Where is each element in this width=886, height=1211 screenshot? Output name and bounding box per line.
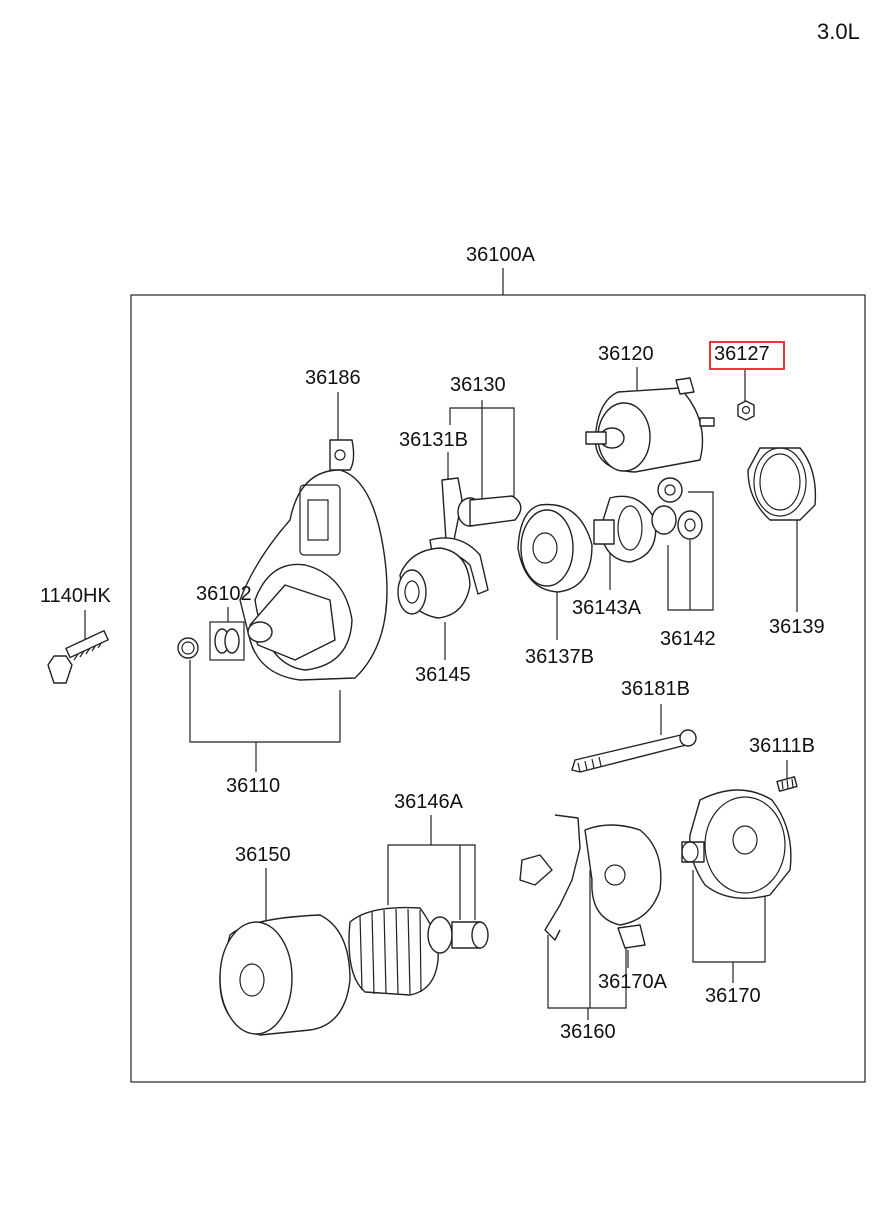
rear-cover-36170-drawing: [681, 789, 792, 900]
gear-housing-36137b-drawing: [517, 503, 593, 593]
shaft-36143a-drawing: [593, 495, 657, 563]
bolt-1140hk-drawing: [47, 630, 109, 684]
solenoid-36120-drawing: [585, 377, 715, 473]
highlight-box: [709, 341, 785, 370]
part-label-36142[interactable]: 36142: [660, 628, 716, 650]
brush-holder-36160-drawing: [519, 814, 662, 949]
ring-36139-drawing: [747, 447, 817, 521]
part-label-36150[interactable]: 36150: [235, 844, 291, 866]
part-label-1140hk[interactable]: 1140HK: [40, 585, 111, 607]
assembly-label[interactable]: 36100A: [466, 244, 535, 266]
armature-36146a-drawing: [348, 906, 489, 996]
part-label-36181b[interactable]: 36181B: [621, 678, 690, 700]
part-label-36170a[interactable]: 36170A: [598, 971, 667, 993]
part-label-36170[interactable]: 36170: [705, 985, 761, 1007]
nut-36127-drawing: [737, 400, 755, 421]
part-label-36160[interactable]: 36160: [560, 1021, 616, 1043]
part-label-36110[interactable]: 36110: [226, 775, 281, 797]
clutch-36145-drawing: [397, 547, 471, 619]
engine-label: 3.0L: [817, 19, 860, 44]
part-label-36186[interactable]: 36186: [305, 367, 361, 389]
housing-36110-drawing: [239, 439, 388, 681]
part-label-36127[interactable]: 36127: [714, 343, 770, 365]
part-label-36146a[interactable]: 36146A: [394, 791, 463, 813]
lever-36130-drawing: [429, 477, 522, 595]
part-label-36131b[interactable]: 36131B: [399, 429, 468, 451]
through-bolt-36181b-drawing: [571, 729, 697, 773]
part-label-36102[interactable]: 36102: [196, 583, 252, 605]
washers-36102-drawing: [177, 621, 245, 661]
assembly-frame: [130, 294, 866, 1083]
part-label-36139[interactable]: 36139: [769, 616, 825, 638]
yoke-36150-drawing: [219, 914, 351, 1036]
planet-gears-36142-drawing: [651, 477, 703, 540]
part-label-36143a[interactable]: 36143A: [572, 597, 641, 619]
part-label-36130[interactable]: 36130: [450, 374, 506, 396]
screw-36111b-drawing: [776, 776, 798, 792]
part-label-36120[interactable]: 36120: [598, 343, 654, 365]
part-label-36137b[interactable]: 36137B: [525, 646, 594, 668]
part-label-36145[interactable]: 36145: [415, 664, 471, 686]
part-label-36111b[interactable]: 36111B: [749, 735, 815, 757]
